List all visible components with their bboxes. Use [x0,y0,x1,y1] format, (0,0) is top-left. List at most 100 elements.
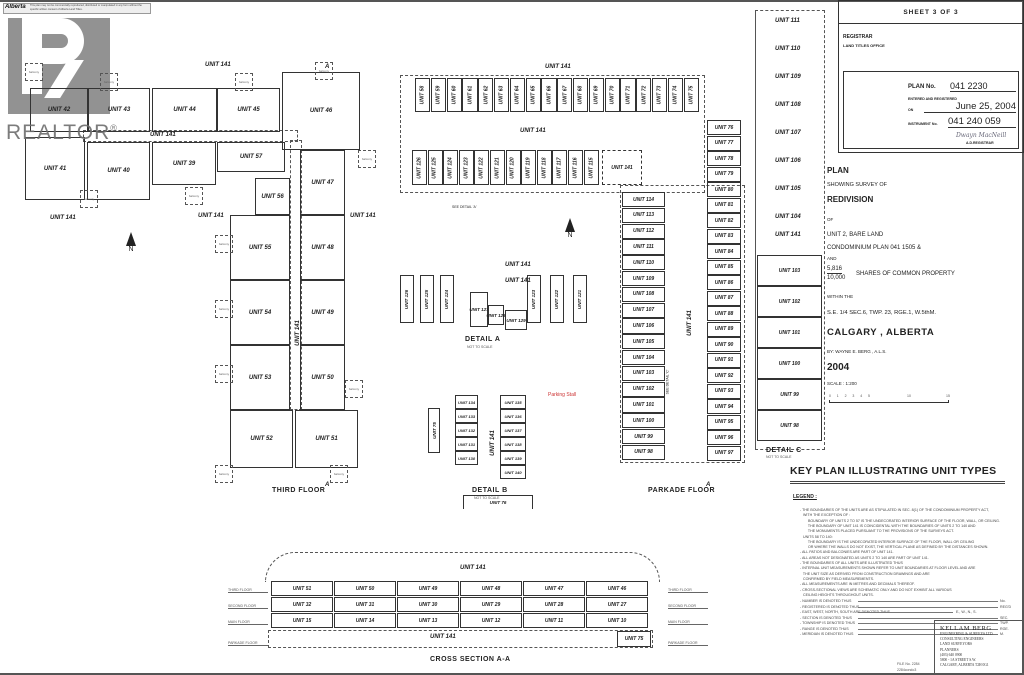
unit-label: UNIT 119 [525,156,532,179]
unit-label: UNIT 29 [481,601,501,608]
section-marker-a: A [706,482,711,488]
unit-label: UNIT 48 [481,585,501,592]
unit-label: UNIT 95 [714,419,734,425]
parking-unit: UNIT 90 [707,337,741,352]
abbreviation-text: - MERIDIAN IS DENOTED THUS [800,632,854,636]
file-number: FILE No. 2284 [897,662,920,666]
balcony-outline: balcony [345,380,363,398]
unit-label: UNIT 80 [714,186,734,193]
detail-a-unit: UNIT 122 [550,275,564,323]
cross-section-unit: UNIT 14 [334,613,396,628]
legend-line: - THE BOUNDARIES OF THE UNITS ARE AS STI… [800,508,989,512]
detail-b-unit: UNIT 75 [428,408,440,453]
abbreviation: REG'D [1000,604,1012,609]
abbreviation: SEC. [1000,615,1009,620]
parking-unit: UNIT 83 [707,228,741,244]
unit-label: UNIT 133 [457,413,476,419]
legend-line: THE UNIT SIZE AS DERIVED FROM CONSTRUCTI… [800,571,930,576]
parking-unit: UNIT 80 [707,182,741,197]
firm-line: LAND SURVEYORS [940,642,972,647]
parking-unit: UNIT 117 [552,150,568,185]
unit-label: UNIT 99 [780,391,799,398]
detail-c-unit: UNIT 100 [757,348,822,379]
detail-b-unit: UNIT 134 [455,395,478,409]
parking-unit: UNIT 65 [525,78,541,112]
unit-label: UNIT 65 [530,85,537,105]
legend-line: THE MONUMENTS PLACED PURSUANT TO THE PRO… [800,529,954,534]
unit-label: UNIT 118 [541,156,548,179]
legend-line: THE BOUNDARY IS THE UNDECORATED INTERIOR… [800,539,975,544]
unit-label: UNIT 40 [107,168,130,174]
detail-c-unit: UNIT 107 [775,130,801,136]
unit-label: UNIT 12 [481,617,501,624]
parking-unit: UNIT 59 [430,78,447,112]
sheet-header: SHEET 3 OF 3 [838,0,1024,24]
unit-label: UNIT 108 [632,291,655,298]
scale-tick: 5 [868,394,870,398]
balcony-outline: balcony [235,73,253,91]
unit-label: UNIT 50 [311,374,334,381]
parking-unit: UNIT 61 [462,78,478,112]
balcony-outline: balcony [185,187,203,205]
unit-label: UNIT 132 [457,427,476,433]
parking-unit: UNIT 126 [412,150,427,185]
third-floor-caption: THIRD FLOOR [272,487,326,494]
parkade-section [268,630,653,648]
detail-a-unit: UNIT 127 [469,292,489,327]
unit-label: UNIT 39 [172,160,196,167]
key-plan-title: KEY PLAN ILLUSTRATING UNIT TYPES [790,465,997,477]
floor-level-label: MAIN FLOOR [228,620,268,625]
cross-section-parkade-label: UNIT 141 [430,634,456,640]
detail-b-note: NOT TO SCALE [474,496,500,500]
balcony-outline: balcony [215,365,233,383]
abbreviation-text: - NUMBER IS DENOTED THUS [800,599,852,603]
detail-a-unit: UNIT 121 [573,275,587,323]
unit-label: UNIT 84 [714,248,734,255]
common-property-label: UNIT 141 [205,62,231,68]
unit-label: UNIT 76 [489,500,507,505]
unit-label: UNIT 66 [546,85,553,105]
unit-label: UNIT 103 [632,370,655,377]
unit-label: UNIT 60 [451,85,458,105]
parking-unit: UNIT 63 [494,78,510,112]
unit-label: UNIT 28 [544,601,564,608]
scale-tick: 4 [860,394,863,398]
parking-unit: UNIT 71 [620,78,636,112]
unit-label: UNIT 81 [714,202,734,208]
common-property-label: UNIT 141 [775,232,801,238]
parking-unit: UNIT 69 [588,78,605,112]
parking-unit: UNIT 107 [622,302,665,318]
unit-label: UNIT 67 [561,85,568,105]
third-floor-unit: UNIT 57 [217,142,285,172]
detail-b-unit: UNIT 137 [500,423,526,437]
cross-section-unit: UNIT 27 [586,597,648,612]
unit-label: UNIT 44 [173,107,196,113]
unit-label: UNIT 102 [632,386,655,393]
unit-label: UNIT 59 [435,85,442,105]
detail-a-unit: UNIT 128 [486,305,506,325]
cross-section-caption: CROSS SECTION A-A [430,656,511,663]
scale-tick: 0 [829,394,831,398]
unit-label: UNIT 122 [554,289,560,309]
legend-line: - THE BOUNDARIES OF ALL UNITS ARE ILLUST… [800,561,903,565]
unit-label: UNIT 79 [714,171,734,177]
third-floor-unit: UNIT 45 [217,88,280,132]
unit-label: UNIT 130 [457,455,476,461]
realtor-wordmark: REALTOR® [6,121,118,144]
unit-label: UNIT 71 [625,85,632,105]
parking-unit: UNIT 77 [707,135,741,151]
abbreviation: TWP. [1000,621,1009,625]
abbreviation: E., W., N., S. [956,610,977,614]
parking-unit: UNIT 60 [446,78,462,112]
unit-label: UNIT 47 [311,179,334,186]
third-floor-unit: UNIT 53 [230,345,290,410]
floor-level-label: PARKADE FLOOR [668,641,708,646]
detail-b-unit: UNIT 135 [500,395,526,409]
parking-unit: UNIT 112 [622,223,665,239]
north-arrow-icon: N [565,218,575,254]
unit-label: UNIT 114 [632,196,655,203]
unit-label: UNIT 124 [444,289,450,309]
detail-c-unit: UNIT 98 [757,410,822,441]
parking-unit: UNIT 87 [707,290,741,306]
